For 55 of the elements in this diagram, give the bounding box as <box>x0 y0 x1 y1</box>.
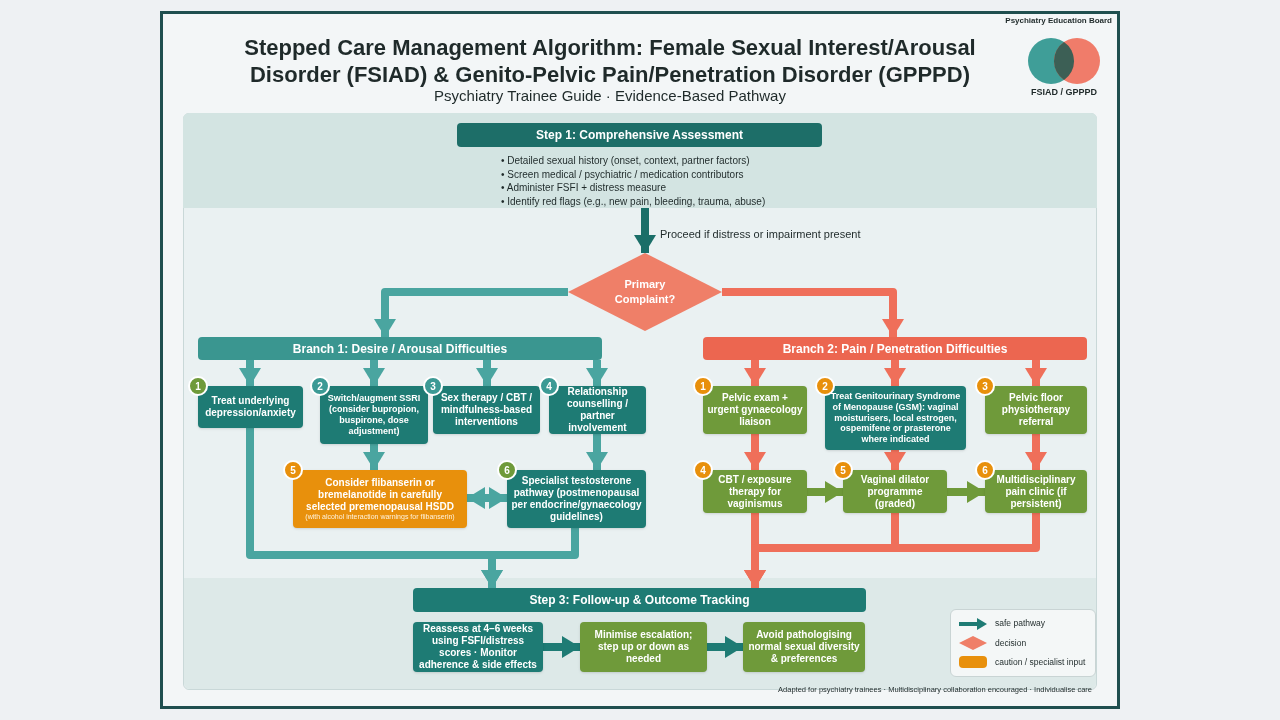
header-bar <box>413 588 866 612</box>
publisher-note: Psychiatry Education Board <box>1005 15 1112 27</box>
box-text: Consider flibanserin or bremelanotide in carefully selected premenopausal HSDD <box>305 476 455 513</box>
decision-text: Primary Complaint? <box>613 277 677 307</box>
arrow <box>467 487 507 509</box>
process-box <box>743 622 865 672</box>
arrow <box>707 636 743 658</box>
bullet-text: • Screen medical / psychiatric / medication contributors <box>501 167 745 181</box>
decision-diamond <box>568 253 722 331</box>
arrow <box>744 434 766 470</box>
header-bar <box>198 337 602 360</box>
assessment-panel <box>183 113 1097 208</box>
header-text: Branch 2: Pain / Penetration Difficulties <box>782 340 1008 358</box>
arrow <box>363 444 385 470</box>
box-text: Minimise escalation; step up or down as needed <box>593 629 694 665</box>
box-text: Multidisciplinary pain clinic (if persistent) <box>995 473 1077 510</box>
arrow <box>884 360 906 386</box>
legend-label: safe pathway <box>995 617 1046 630</box>
arrow <box>543 636 580 658</box>
header-text: Step 3: Follow-up & Outcome Tracking <box>529 592 750 609</box>
icon-caption: FSIAD / GPPPD <box>1030 86 1098 99</box>
box-text: Relationship counselling / partner involvement <box>565 386 630 434</box>
arrow <box>586 360 608 386</box>
subtitle: Psychiatry Trainee Guide · Evidence-Based Pathway <box>433 86 787 106</box>
legend-label: decision <box>995 636 1027 650</box>
step-heading-bar: Step 1: Comprehensive Assessment <box>457 123 822 147</box>
bullet-text: • Administer FSFI + distress measure <box>501 181 667 195</box>
arrow <box>586 434 608 470</box>
arrow <box>374 288 568 337</box>
box-text: CBT / exposure therapy for vaginismus <box>717 473 793 510</box>
box-text: Treat Genitourinary Syndrome of Menopause (GSM): vaginal moisturisers, local estrogen, ospemifene or prasterone where indicated <box>829 391 962 445</box>
box-text: Treat underlying depression/anxiety <box>204 395 297 419</box>
bullet-text: • Detailed sexual history (onset, context, partner factors) <box>501 154 751 168</box>
arrow <box>1025 434 1047 470</box>
arrow <box>239 360 261 386</box>
header-text: Branch 1: Desire / Arousal Difficulties <box>292 340 508 358</box>
arrow <box>476 360 498 386</box>
arrow <box>363 360 385 386</box>
bullet-text: • Identify red flags (e.g., new pain, bleeding, trauma, abuse) <box>501 194 766 208</box>
box-text: Reassess at 4–6 weeks using FSFI/distress scores · Monitor adherence & side effects <box>418 623 538 671</box>
arrow <box>1025 360 1047 386</box>
arrow <box>634 208 656 253</box>
box-text: Pelvic floor physiotherapy referral <box>1000 392 1072 428</box>
arrow <box>722 288 904 337</box>
header-bar <box>703 337 1087 360</box>
arrow <box>947 481 985 503</box>
process-box <box>580 622 707 672</box>
arrow <box>884 450 906 470</box>
arrow <box>807 481 843 503</box>
arrow <box>744 360 766 386</box>
box-text: Switch/augment SSRI (consider bupropion, buspirone, dose adjustment) <box>326 393 422 437</box>
legend-label: caution / specialist input <box>995 656 1086 669</box>
box-text: Avoid pathologising normal sexual diversity & preferences <box>747 629 861 665</box>
box-text: Vaginal dilator programme (graded) <box>859 473 931 510</box>
title: Stepped Care Management Algorithm: Female Sexual Interest/Arousal Disorder (FSIAD) & Genito-Pelvic Pain/Penetration Disorder (GPPPD) <box>243 34 977 88</box>
